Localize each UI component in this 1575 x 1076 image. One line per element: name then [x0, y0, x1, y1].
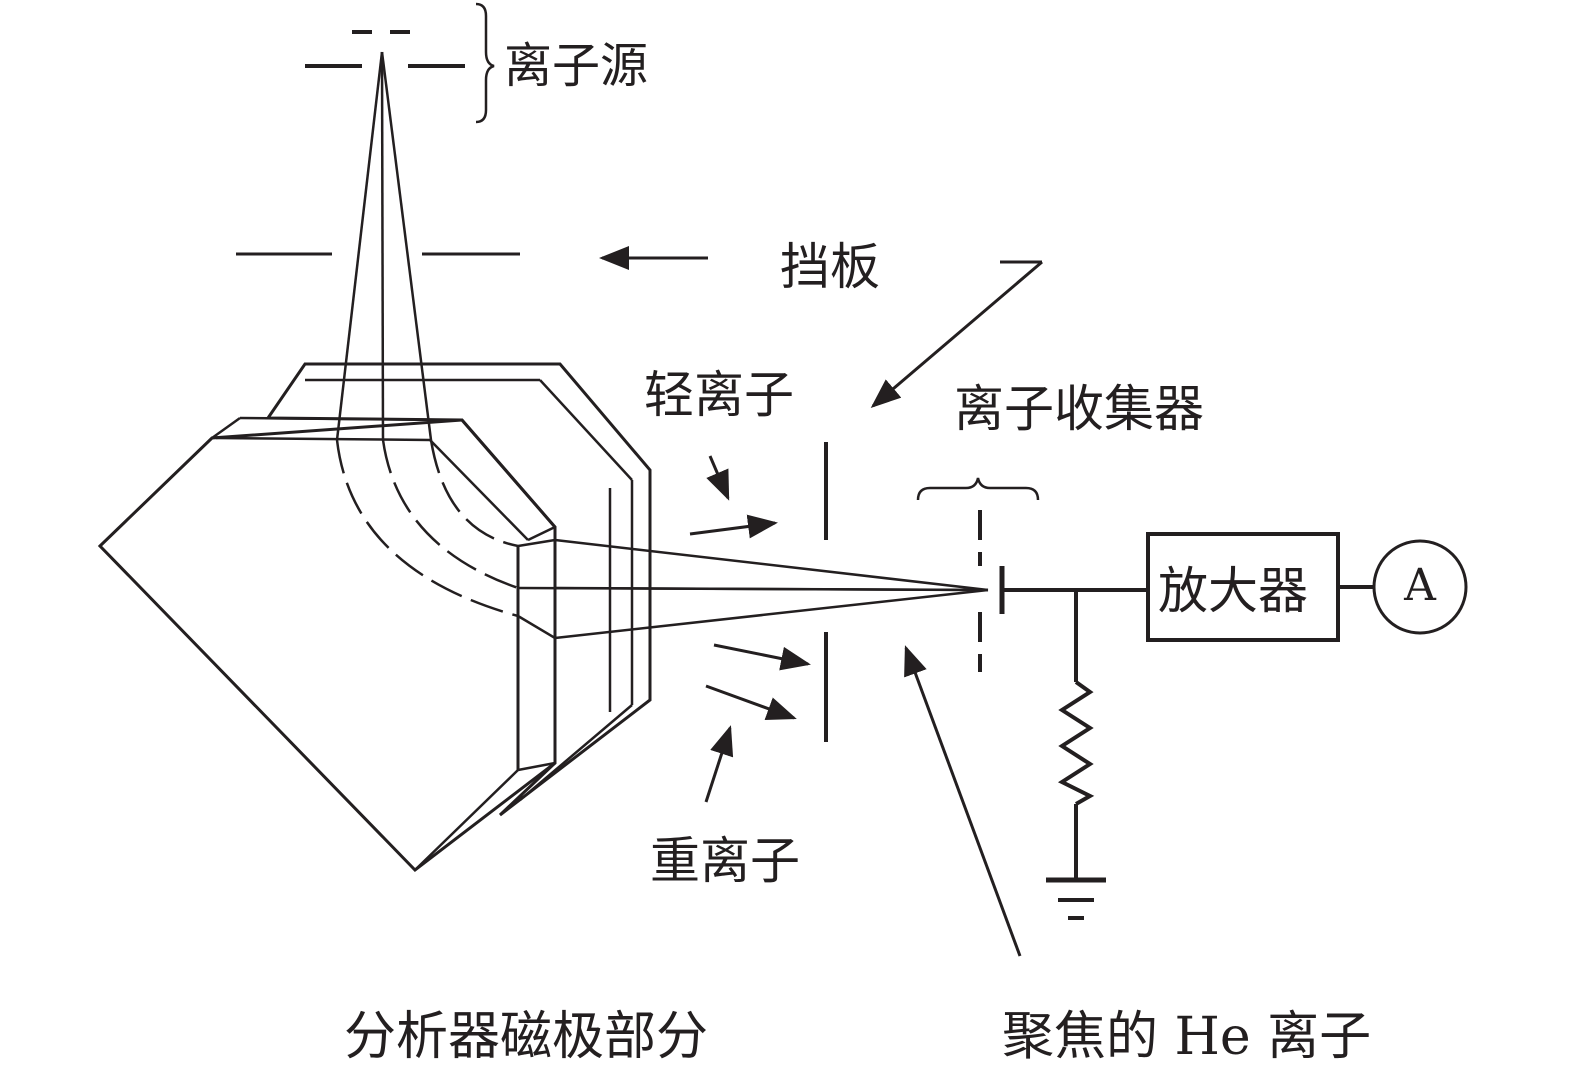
focused-he-arrow: [904, 645, 1022, 957]
magnet-pole-front: [97, 416, 557, 873]
label-amplifier: 放大器: [1158, 562, 1308, 620]
ion-beam-vertical: [335, 51, 433, 441]
baffle-arrow-diagonal: [870, 260, 1043, 408]
ion-collector-brace: [916, 477, 1040, 501]
label-light-ions: 轻离子: [644, 366, 794, 424]
label-meter: A: [1403, 560, 1437, 611]
ion-source: [305, 2, 495, 124]
ion-collector: [916, 477, 1040, 672]
label-heavy-ions: 重离子: [650, 832, 800, 890]
heavy-ion-arrow-1: [713, 643, 811, 671]
ion-source-brace: [475, 2, 495, 124]
light-ion-arrow-1: [706, 455, 730, 501]
resistor: [1057, 680, 1095, 806]
ion-trajectories-curved: [335, 439, 519, 618]
light-ion-arrow-2: [689, 514, 778, 539]
heavy-ion-arrow-3: [704, 725, 734, 803]
label-ion-collector: 离子收集器: [954, 380, 1204, 438]
circuit: [1002, 532, 1468, 920]
ammeter: [1372, 539, 1468, 635]
heavy-ion-arrow-2: [705, 684, 797, 721]
label-focused-he-ions: 聚焦的 He 离子: [1002, 1007, 1371, 1067]
label-magnet-section: 分析器磁极部分: [344, 1007, 708, 1067]
ground-symbol: [1046, 877, 1106, 920]
label-ion-source: 离子源: [504, 38, 648, 94]
ion-beam-horizontal: [517, 538, 989, 640]
label-baffle: 挡板: [780, 238, 880, 296]
